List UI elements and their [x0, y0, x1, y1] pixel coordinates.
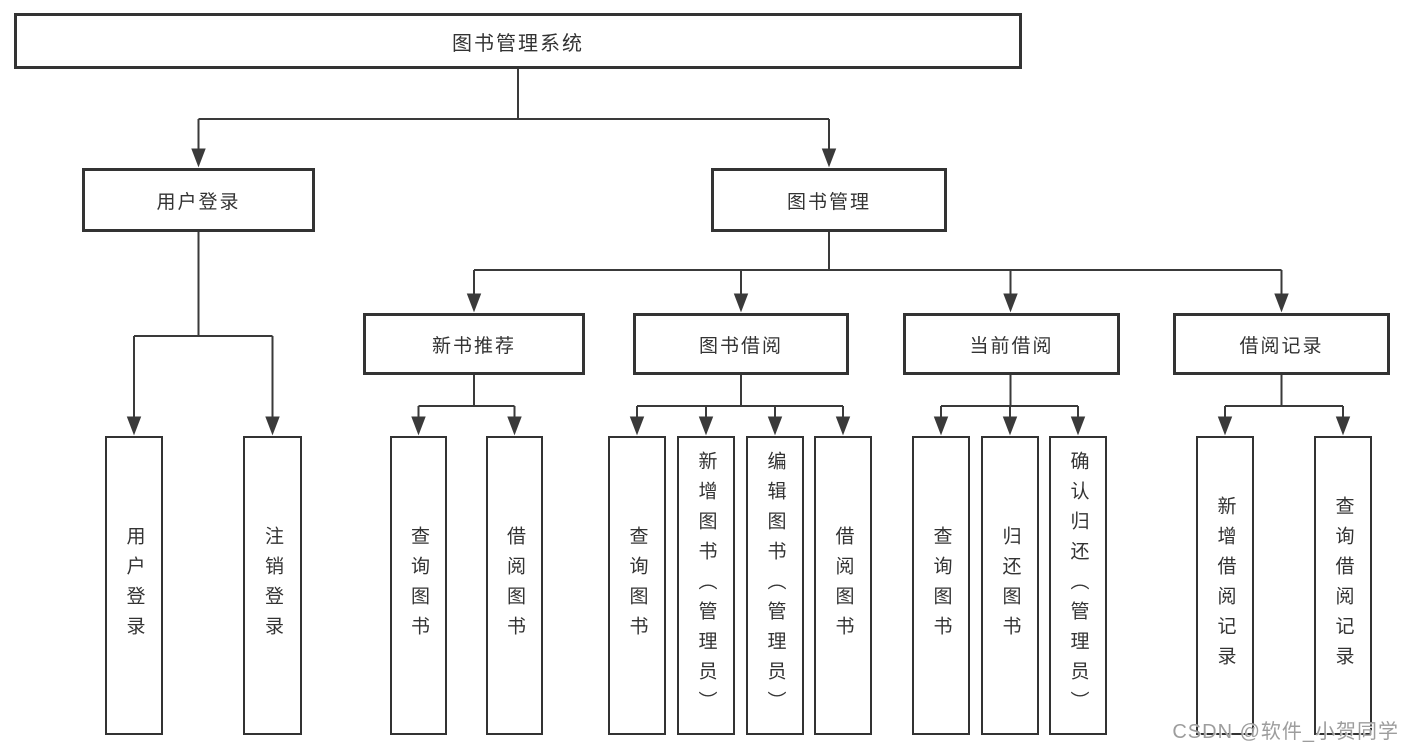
arrow-down-icon — [733, 293, 749, 313]
leaf-query-books-recommend: 查询图书 — [390, 436, 447, 735]
arrow-down-icon — [1217, 416, 1233, 436]
leaf-edit-book-admin: 编辑图书（管理员） — [746, 436, 804, 735]
arrow-down-icon — [466, 293, 482, 313]
arrow-down-icon — [629, 416, 645, 436]
node-book-management: 图书管理 — [711, 168, 947, 232]
arrow-down-icon — [411, 416, 426, 436]
leaf-confirm-return-admin: 确认归还（管理员） — [1049, 436, 1107, 735]
leaf-user-login: 用户登录 — [105, 436, 163, 735]
connector-new-book-to-leaves — [417, 375, 516, 421]
leaf-query-borrow-record: 查询借阅记录 — [1314, 436, 1372, 735]
arrow-down-icon — [126, 416, 142, 436]
arrow-down-icon — [933, 416, 949, 436]
leaf-logout: 注销登录 — [243, 436, 302, 735]
node-current-borrowing: 当前借阅 — [903, 313, 1120, 375]
csdn-watermark: CSDN @软件_小贺同学 — [1172, 721, 1399, 743]
arrow-down-icon — [1070, 416, 1086, 436]
arrow-down-icon — [507, 416, 522, 436]
connector-borrow-records-to-leaves — [1224, 375, 1344, 421]
connector-current-borrow-to-leaves — [940, 375, 1079, 421]
arrow-down-icon — [1002, 416, 1018, 436]
connector-book-mgmt-to-level3 — [473, 232, 1283, 298]
node-book-borrowing: 图书借阅 — [633, 313, 849, 375]
arrow-down-icon — [1003, 293, 1018, 313]
arrow-down-icon — [767, 416, 783, 436]
connector-book-borrow-to-leaves — [636, 375, 844, 421]
arrow-down-icon — [835, 416, 851, 436]
leaf-return-book: 归还图书 — [981, 436, 1039, 735]
node-system-root: 图书管理系统 — [14, 13, 1022, 69]
connector-root-to-level2 — [197, 69, 830, 153]
leaf-add-book-admin: 新增图书（管理员） — [677, 436, 735, 735]
node-borrowing-records: 借阅记录 — [1173, 313, 1390, 375]
arrow-down-icon — [1274, 293, 1289, 313]
arrow-down-icon — [821, 148, 837, 168]
arrow-down-icon — [191, 148, 206, 168]
leaf-query-books-current: 查询图书 — [912, 436, 970, 735]
node-user-login: 用户登录 — [82, 168, 315, 232]
arrow-down-icon — [698, 416, 714, 436]
arrowheads — [126, 148, 1351, 436]
arrow-down-icon — [1335, 416, 1351, 436]
leaf-query-books-borrow: 查询图书 — [608, 436, 666, 735]
arrow-down-icon — [265, 416, 280, 436]
leaf-borrow-books: 借阅图书 — [814, 436, 872, 735]
leaf-add-borrow-record: 新增借阅记录 — [1196, 436, 1254, 735]
leaf-borrow-books-recommend: 借阅图书 — [486, 436, 543, 735]
connector-user-login-to-leaves — [133, 232, 274, 421]
node-new-book-recommendation: 新书推荐 — [363, 313, 585, 375]
